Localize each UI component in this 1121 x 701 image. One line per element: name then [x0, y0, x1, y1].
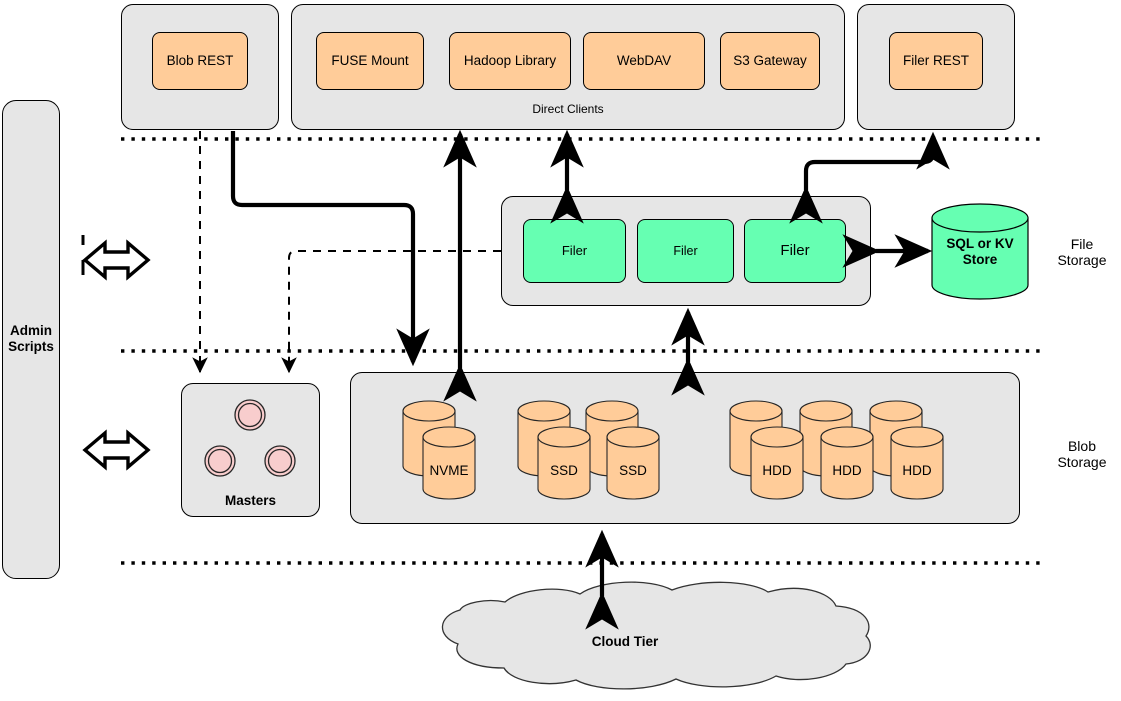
- admin-to-blob-storage-arrow: [82, 429, 151, 471]
- disk-label-ssd-1: SSD: [550, 463, 578, 479]
- cloud-tier-label: Cloud Tier: [591, 634, 659, 650]
- filer-node-3[interactable]: Filer: [744, 219, 846, 283]
- client-fuse-mount[interactable]: FUSE Mount: [316, 32, 424, 90]
- client-filer-rest[interactable]: Filer REST: [889, 32, 983, 90]
- direct-clients-caption: Direct Clients: [532, 102, 604, 117]
- masters-label: Masters: [224, 493, 277, 509]
- tier-label-file-storage: File Storage: [1057, 235, 1107, 268]
- connector-blob-rest-to-volume-servers: [230, 131, 430, 367]
- client-webdav[interactable]: WebDAV: [583, 32, 705, 90]
- tier-divider: [121, 137, 1040, 565]
- disk-label-nvme: NVME: [429, 463, 469, 479]
- disk-label-hdd-3: HDD: [902, 463, 932, 479]
- masters-group: [181, 383, 320, 517]
- connector-filer-rest-to-filers: [789, 131, 950, 224]
- client-s3-gateway[interactable]: S3 Gateway: [720, 32, 820, 90]
- client-blob-rest[interactable]: Blob REST: [152, 32, 248, 90]
- client-hadoop-library[interactable]: Hadoop Library: [449, 32, 571, 90]
- filer-node-2[interactable]: Filer: [637, 219, 734, 283]
- disk-label-hdd-2: HDD: [832, 463, 862, 479]
- admin-to-file-storage-arrow: [82, 239, 151, 281]
- admin-scripts-label: Admin Scripts: [8, 323, 54, 354]
- metastore-label: SQL or KV Store: [946, 236, 1014, 267]
- tier-label-blob-storage: Blob Storage: [1057, 437, 1107, 470]
- connector-filers-to-masters: [281, 250, 501, 374]
- disk-label-ssd-2: SSD: [619, 463, 647, 479]
- admin-scripts-panel: [2, 100, 60, 579]
- disk-label-hdd-1: HDD: [762, 463, 792, 479]
